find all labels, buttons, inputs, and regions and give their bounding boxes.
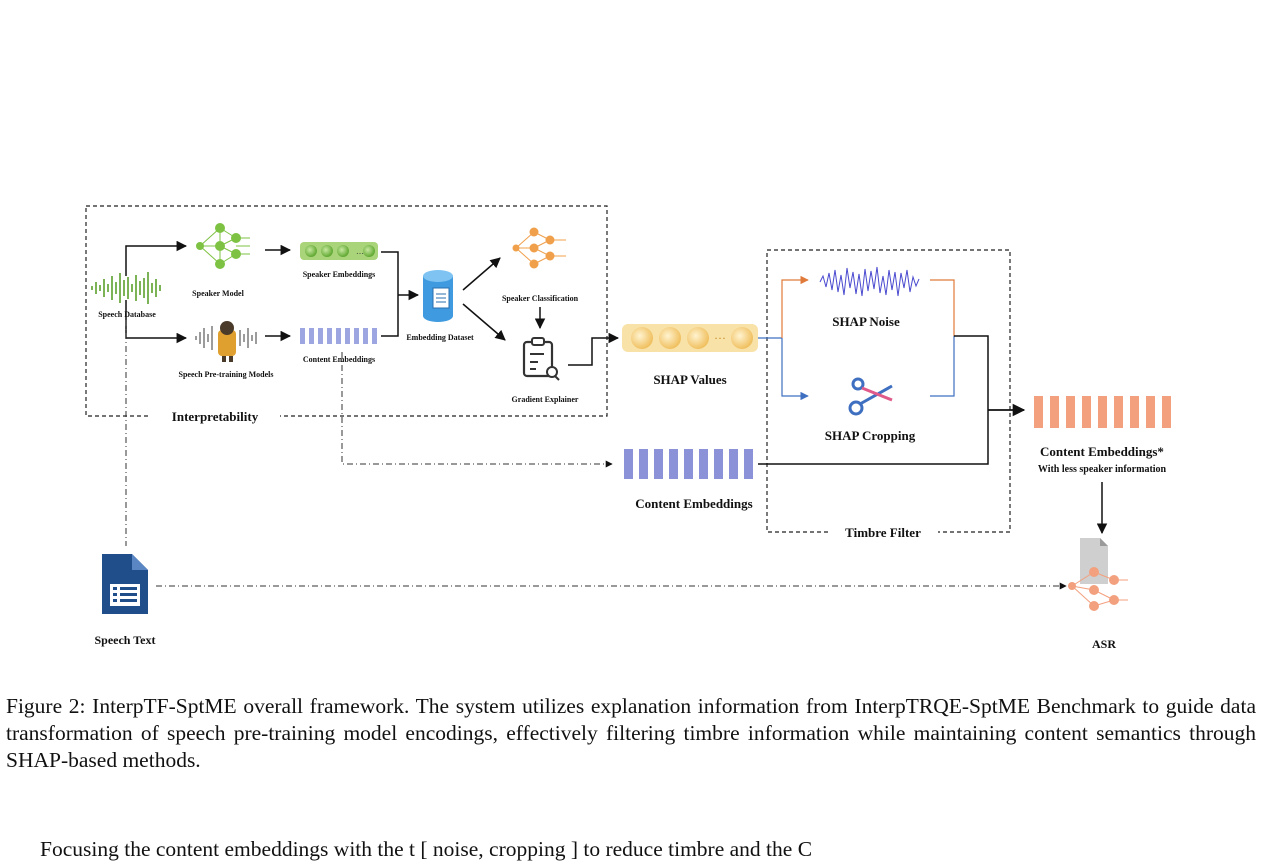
waveform-icon: [91, 272, 161, 304]
content-embeddings-bar: [624, 449, 753, 479]
database-icon: [423, 270, 453, 322]
shap-cropping-label: SHAP Cropping: [825, 428, 916, 443]
interpretability-label: Interpretability: [172, 409, 259, 424]
pretraining-model-icon: [195, 321, 257, 362]
gradient-explainer-label: Gradient Explainer: [512, 395, 579, 404]
figure-caption: Figure 2: InterpTF-SptME overall framewo…: [6, 694, 1256, 772]
speaker-classification-label: Speaker Classification: [502, 294, 579, 303]
scissors-icon: [848, 377, 893, 416]
content-embeddings-star-label: Content Embeddings*: [1040, 444, 1164, 459]
shap-values-label: SHAP Values: [653, 372, 726, 387]
speaker-embeddings-bar: …: [300, 242, 378, 260]
interpretability-box: [85, 205, 608, 417]
asr-icon: [1068, 538, 1128, 611]
speech-database-label: Speech Database: [98, 310, 156, 319]
speaker-embeddings-label: Speaker Embeddings: [303, 270, 376, 279]
speech-pretraining-models-label: Speech Pre-training Models: [179, 370, 274, 379]
asr-label: ASR: [1092, 637, 1116, 651]
framework-figure: Interpretability Speech Database Speaker…: [85, 205, 1171, 651]
filtered-content-embeddings-bar: [1034, 396, 1171, 428]
timbre-filter-box: [766, 249, 1011, 533]
svg-text:…: …: [356, 247, 364, 256]
content-embeddings-small-bar: [300, 328, 377, 344]
speaker-classification-network-icon: [512, 227, 566, 269]
speech-text-label: Speech Text: [94, 633, 155, 647]
document-icon: [102, 554, 148, 614]
body-text: Focusing the content embeddings with the…: [40, 837, 813, 861]
timbre-filter-label: Timbre Filter: [845, 525, 921, 540]
clipboard-icon: [522, 337, 560, 381]
noise-waveform-icon: [819, 266, 920, 297]
embedding-dataset-label: Embedding Dataset: [406, 333, 474, 342]
shap-values-bar: ···: [622, 324, 758, 352]
svg-text:···: ···: [714, 331, 726, 345]
neural-network-icon: [196, 223, 250, 269]
less-speaker-info-label: With less speaker information: [1038, 464, 1167, 475]
shap-noise-label: SHAP Noise: [832, 314, 900, 329]
content-embeddings-small-label: Content Embeddings: [303, 355, 375, 364]
content-embeddings-label: Content Embeddings: [635, 496, 752, 511]
speaker-model-label: Speaker Model: [192, 289, 244, 298]
